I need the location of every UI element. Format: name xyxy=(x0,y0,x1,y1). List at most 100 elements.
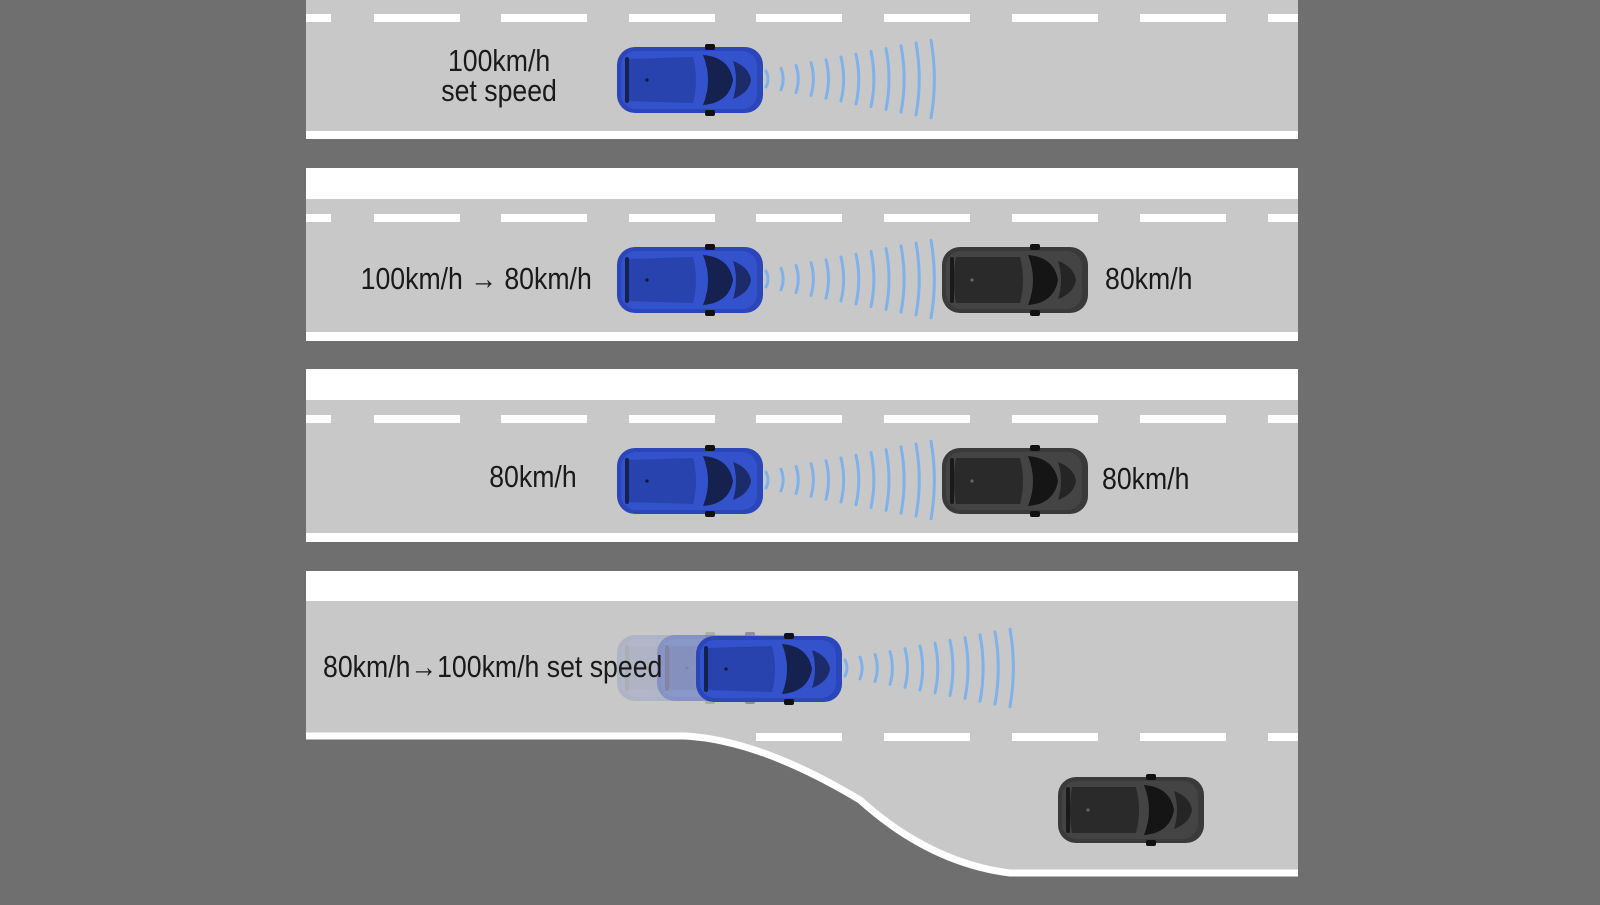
scene-2-radar-arc xyxy=(914,241,921,317)
scene-4-lane-dash xyxy=(756,733,842,741)
scene-1-lane-dash xyxy=(1140,14,1226,22)
scene-4-radar-arc xyxy=(933,641,940,695)
scene-1-radar-arc xyxy=(869,49,876,109)
scene-4-lane-dash xyxy=(1140,733,1226,741)
scene-2-radar-arc xyxy=(929,238,936,320)
scene-4-radar-arc xyxy=(948,638,955,698)
scene-3-lane-dash xyxy=(1268,415,1298,423)
scene-2-lane-dash xyxy=(756,214,842,222)
scene-4-lane-dash xyxy=(1012,733,1098,741)
scene-1-radar-arc xyxy=(884,47,891,111)
scene-1-lane-dash xyxy=(1268,14,1298,22)
blue-car-icon xyxy=(617,445,763,517)
scene-1-lane-dash xyxy=(501,14,587,22)
blue-car-icon xyxy=(696,633,842,705)
scene-1-set-speed-line: set speed xyxy=(441,73,557,108)
scene-3-radar-arc xyxy=(824,459,830,501)
scene-4-radar-arc xyxy=(993,630,1000,706)
scene-3-radar-arc xyxy=(929,439,936,521)
scene-1-lane-dash xyxy=(1012,14,1098,22)
scene-1-radar-arc xyxy=(809,61,815,97)
scene-3-radar-arc xyxy=(779,467,785,493)
blue-car-icon xyxy=(617,44,763,116)
scene-4-radar-arc xyxy=(843,658,849,678)
scene-4-lane-dash xyxy=(1268,733,1298,741)
scene-1-radar-arc xyxy=(929,38,936,120)
scene-3-radar-arc xyxy=(794,464,800,496)
scene-2-radar-arc xyxy=(809,261,815,297)
scene-3-road-edge xyxy=(306,533,1298,542)
scene-2-own-speed-label: 100km/h → 80km/h xyxy=(360,261,592,296)
scene-2-radar-arc xyxy=(779,266,785,292)
scene-3-radar-arc xyxy=(839,456,846,504)
scene-2-lane-dash xyxy=(884,214,970,222)
scene-2-lane-dash xyxy=(1012,214,1098,222)
scene-3-top-band xyxy=(306,369,1298,400)
scene-1-radar-arc xyxy=(824,58,830,100)
scene-1-set-speed-label: 100km/h set speed xyxy=(432,43,566,108)
scene-2-lane-dash xyxy=(374,214,460,222)
scene-1-radar-arc xyxy=(839,55,846,103)
scene-3-radar-arc xyxy=(899,445,906,515)
scene-4-radar-arc xyxy=(978,633,985,703)
scene-1-radar-arc xyxy=(764,69,770,89)
scene-3-radar-arc xyxy=(869,450,876,510)
scene-3-own-speed-label: 80km/h xyxy=(489,459,577,494)
scene-3-radar-arc xyxy=(854,453,861,507)
scene-2-lane-dash xyxy=(306,214,331,222)
scene-2-radar-arc xyxy=(869,249,876,309)
scene-3-lane-dash xyxy=(884,415,970,423)
scene-4-road-edge xyxy=(306,732,1298,877)
scene-1-lane-dash xyxy=(374,14,460,22)
dark-car-icon xyxy=(942,244,1088,316)
scene-2-lane-dash xyxy=(501,214,587,222)
scene-4-radar-arc xyxy=(903,647,909,689)
scene-2-radar-arc xyxy=(824,258,830,300)
scene-4-acceleration-label: 80km/h→100km/h set speed xyxy=(323,649,663,684)
scene-2-top-band xyxy=(306,168,1298,199)
scene-3-radar-arc xyxy=(809,462,815,498)
scene-2-radar-arc xyxy=(764,269,770,289)
scene-3-lane-dash xyxy=(374,415,460,423)
scene-2-lead-speed-label: 80km/h xyxy=(1105,261,1193,296)
scene-3-lane-dash xyxy=(629,415,715,423)
scene-4-radar-arc xyxy=(963,636,970,700)
scene-4-radar-arc xyxy=(888,650,894,686)
scene-1-lane-dash xyxy=(884,14,970,22)
scene-4-lane-dash xyxy=(884,733,970,741)
scene-2-lane-dash xyxy=(1268,214,1298,222)
scene-1-radar-arc xyxy=(914,41,921,117)
scene-3-radar-arc xyxy=(884,448,891,512)
scene-1-lane-dash xyxy=(306,14,331,22)
scene-2-radar-arc xyxy=(839,255,846,303)
scene-2-radar-arc xyxy=(854,252,861,306)
scene-3-lane-dash xyxy=(1140,415,1226,423)
dark-car-icon xyxy=(942,445,1088,517)
scene-2-radar-arc xyxy=(884,247,891,311)
scene-1-radar-arc xyxy=(779,66,785,92)
scene-4-radar-arc xyxy=(918,644,925,692)
scene-4-radar-arc xyxy=(858,655,864,681)
scene-1-radar-arc xyxy=(794,63,800,95)
scene-3-radar-arc xyxy=(764,470,770,490)
scene-4-radar-arc xyxy=(1008,627,1015,709)
scene-1-lane-dash xyxy=(629,14,715,22)
scene-2-lane-dash xyxy=(629,214,715,222)
scene-1-lane-dash xyxy=(756,14,842,22)
scene-4-radar-arc xyxy=(873,652,879,684)
scene-4-top-band xyxy=(306,571,1298,601)
scene-1-speed-line: 100km/h xyxy=(447,43,551,78)
scene-2-lane-dash xyxy=(1140,214,1226,222)
scene-1-road-edge xyxy=(306,131,1298,139)
exiting-dark-car-icon xyxy=(1058,774,1204,846)
scene-3-lane-dash xyxy=(306,415,331,423)
scene-3-lane-dash xyxy=(756,415,842,423)
scene-2-radar-arc xyxy=(794,263,800,295)
scene-3-lane-dash xyxy=(501,415,587,423)
scene-2-road-edge xyxy=(306,332,1298,341)
scene-3-radar-arc xyxy=(914,442,921,518)
blue-car-icon xyxy=(617,244,763,316)
scene-1-radar-arc xyxy=(854,52,861,106)
